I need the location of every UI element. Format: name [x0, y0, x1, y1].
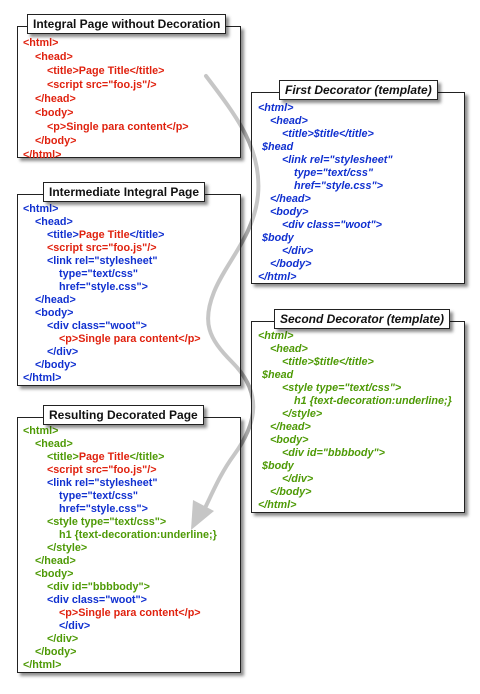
code-line: <style type="text/css"> [282, 382, 402, 394]
code-line: $body [262, 460, 294, 472]
code-line: <script src="foo.js"/> [47, 464, 157, 476]
code-line: </head> [270, 421, 311, 433]
code-line: <body> [35, 107, 74, 119]
code-line: <html> [23, 203, 59, 215]
first-decorator-panel: <html> <head> <title>$title</title> $hea… [251, 92, 465, 284]
code-segment: <title> [47, 229, 79, 241]
code-line: $head [262, 141, 294, 153]
integral-page-title: Integral Page without Decoration [27, 14, 227, 34]
code-line: </body> [35, 359, 77, 371]
code-line: </style> [47, 542, 88, 554]
first-decorator-title: First Decorator (template) [279, 80, 438, 100]
code-line: href="style.css"> [59, 281, 148, 293]
code-line: </head> [270, 193, 311, 205]
code-line: </div> [47, 346, 79, 358]
intermediate-page-title: Intermediate Integral Page [43, 182, 206, 202]
code-line: <div id="bbbbody"> [282, 447, 385, 459]
code-line: <div class="woot"> [47, 594, 147, 606]
code-line: </head> [35, 555, 76, 567]
code-line: <body> [270, 434, 309, 446]
code-line: <p>Single para content</p> [59, 333, 201, 345]
code-segment: </title> [129, 229, 165, 241]
code-line: <script src="foo.js"/> [47, 242, 157, 254]
code-line: </head> [35, 93, 76, 105]
code-line: <p>Single para content</p> [47, 121, 189, 133]
code-line: <html> [23, 425, 59, 437]
code-line: h1 {text-decoration:underline;} [294, 395, 452, 407]
code-line: <head> [270, 115, 308, 127]
second-decorator-title: Second Decorator (template) [274, 309, 451, 329]
code-segment: Page Title [78, 451, 130, 463]
code-line: </html> [23, 372, 62, 384]
code-line: <p>Single para content</p> [59, 607, 201, 619]
code-line: <div id="bbbbody"> [47, 581, 150, 593]
code-line: </html> [258, 271, 297, 283]
code-segment: Page Title [78, 229, 130, 241]
code-line: <script src="foo.js"/> [47, 79, 157, 91]
code-line: type="text/css" [59, 490, 138, 502]
code-line: </body> [270, 486, 312, 498]
intermediate-page-panel: <html> <head> <title>Page Title</title> … [17, 194, 241, 386]
code-line: <head> [35, 216, 73, 228]
code-line: h1 {text-decoration:underline;} [59, 529, 217, 541]
code-line: </html> [258, 499, 297, 511]
code-line: </div> [47, 633, 79, 645]
code-line: <link rel="stylesheet" [47, 477, 158, 489]
code-line: $body [262, 232, 294, 244]
code-line: <title>Page Title</title> [47, 229, 164, 241]
code-line: <head> [35, 438, 73, 450]
code-line: </body> [35, 646, 77, 658]
code-line: </div> [59, 620, 91, 632]
code-line: type="text/css" [59, 268, 138, 280]
code-line: </body> [270, 258, 312, 270]
code-line: $head [262, 369, 294, 381]
code-line: </div> [282, 245, 314, 257]
code-segment: </title> [129, 451, 165, 463]
code-line: <body> [35, 568, 74, 580]
code-line: </html> [23, 149, 62, 161]
code-line: </body> [35, 135, 77, 147]
code-line: <head> [35, 51, 73, 63]
code-line: <body> [35, 307, 74, 319]
integral-page-panel: <html> <head> <title>Page Title</title> … [17, 26, 241, 161]
code-line: <link rel="stylesheet" [47, 255, 158, 267]
code-line: <head> [270, 343, 308, 355]
code-line: <div class="woot"> [282, 219, 382, 231]
code-segment: <title> [47, 451, 79, 463]
code-line: <title>Page Title</title> [47, 451, 164, 463]
code-line: </head> [35, 294, 76, 306]
code-line: <link rel="stylesheet" [282, 154, 393, 166]
code-line: href="style.css"> [59, 503, 148, 515]
code-line: </html> [23, 659, 62, 671]
resulting-page-panel: <html> <head> <title>Page Title</title> … [17, 417, 241, 673]
code-line: <html> [258, 102, 294, 114]
code-line: type="text/css" [294, 167, 373, 179]
code-line: </div> [282, 473, 314, 485]
resulting-page-title: Resulting Decorated Page [43, 405, 204, 425]
code-line: <style type="text/css"> [47, 516, 167, 528]
second-decorator-panel: <html> <head> <title>$title</title> $hea… [251, 321, 465, 513]
code-line: <div class="woot"> [47, 320, 147, 332]
code-line: <title>Page Title</title> [47, 65, 165, 77]
code-line: <title>$title</title> [282, 128, 374, 140]
code-line: </style> [282, 408, 323, 420]
code-line: href="style.css"> [294, 180, 383, 192]
code-line: <body> [270, 206, 309, 218]
code-line: <html> [258, 330, 294, 342]
code-line: <title>$title</title> [282, 356, 374, 368]
code-line: <html> [23, 37, 59, 49]
